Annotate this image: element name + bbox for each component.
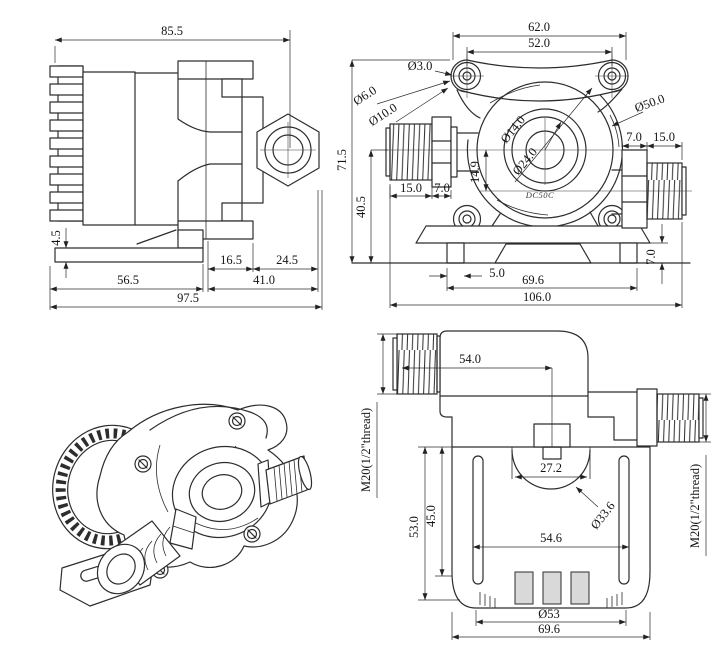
iso-outlet-port [257, 455, 313, 508]
dim-foot-height: 7.0 [644, 249, 658, 265]
dim-feet-span: 69.6 [522, 273, 544, 287]
dim-step-width: 16.5 [220, 253, 242, 267]
iso-pump-sketch [52, 403, 313, 607]
motor-body [82, 71, 136, 226]
dim-plate-width: 69.6 [538, 622, 560, 636]
dim-inlet-thread-label: M20(1/2"thread) [359, 408, 373, 492]
side-view: 85.5 4.5 56.5 41.0 16.5 24.5 97.5 [49, 24, 323, 310]
side-view-dimensions: 85.5 4.5 56.5 41.0 16.5 24.5 97.5 [49, 24, 323, 310]
dim-base-face-dia: Ø53 [538, 607, 560, 621]
dim-total-width: 97.5 [177, 291, 199, 305]
dim-foot-width: 5.0 [489, 266, 505, 280]
mounting-bracket [54, 229, 204, 263]
front-view-geometry: DC50C [351, 54, 692, 264]
iso-inlet-port [96, 508, 197, 595]
screw-boss-top-right [595, 54, 629, 98]
base-feet [351, 225, 691, 264]
isometric-view [52, 403, 313, 607]
brand-logo-text: DC50C [525, 190, 554, 200]
dim-plate-height: 45.0 [424, 505, 438, 527]
top-view: 54.0 M20(1/2"thread) M20(1/2"thread) 27.… [359, 330, 711, 640]
dim-total-width: 106.0 [523, 290, 551, 304]
bottom-feet [479, 571, 623, 608]
dim-axis-height: 40.5 [354, 196, 368, 218]
dim-total-height: 71.5 [335, 149, 349, 171]
outlet-port [611, 149, 687, 229]
dim-axis-offset: 14.9 [468, 161, 482, 183]
top-view-dimensions: 54.0 M20(1/2"thread) M20(1/2"thread) 27.… [359, 333, 711, 640]
dim-bracket-thickness: 4.5 [49, 230, 63, 246]
dim-slot-span: 54.6 [540, 531, 562, 545]
dim-inlet-to-center: 54.0 [459, 352, 481, 366]
front-view: DC50C [335, 20, 692, 308]
dim-bracket-length: 56.5 [117, 273, 139, 287]
pump-head [134, 60, 264, 240]
head-cover [439, 330, 638, 448]
motor-ribs [49, 65, 84, 222]
top-view-geometry [392, 330, 704, 609]
dim-inlet-thread-len: 15.0 [400, 181, 422, 195]
dim-outlet-thread-len: 15.0 [653, 130, 675, 144]
dim-arch-width: 27.2 [540, 461, 562, 475]
dim-inlet-hex-len: 7.0 [434, 181, 450, 195]
inlet-port [385, 116, 479, 188]
dim-screw-hole: Ø3.0 [408, 59, 433, 73]
dim-hole-span: 52.0 [528, 36, 550, 50]
dim-port-section: 24.5 [276, 253, 298, 267]
inlet-port-top [392, 333, 441, 395]
dim-volute: Ø50.0 [633, 91, 667, 115]
dim-boss-inner: Ø6.0 [351, 83, 379, 108]
hex-port [256, 113, 320, 187]
dim-hole-span-outer: 62.0 [528, 20, 550, 34]
dim-outlet-thread-label: M20(1/2"thread) [688, 464, 702, 548]
dim-outlet-hex-len: 7.0 [626, 130, 642, 144]
dim-head-width: 41.0 [253, 273, 275, 287]
front-view-dimensions: 62.0 52.0 Ø3.0 Ø6.0 Ø10.0 Ø14.0 Ø24.0 Ø5… [335, 20, 683, 308]
outlet-port-top [636, 388, 704, 447]
dim-width-top: 85.5 [161, 24, 183, 38]
dim-height-total: 53.0 [407, 516, 421, 538]
side-view-geometry [49, 60, 320, 263]
